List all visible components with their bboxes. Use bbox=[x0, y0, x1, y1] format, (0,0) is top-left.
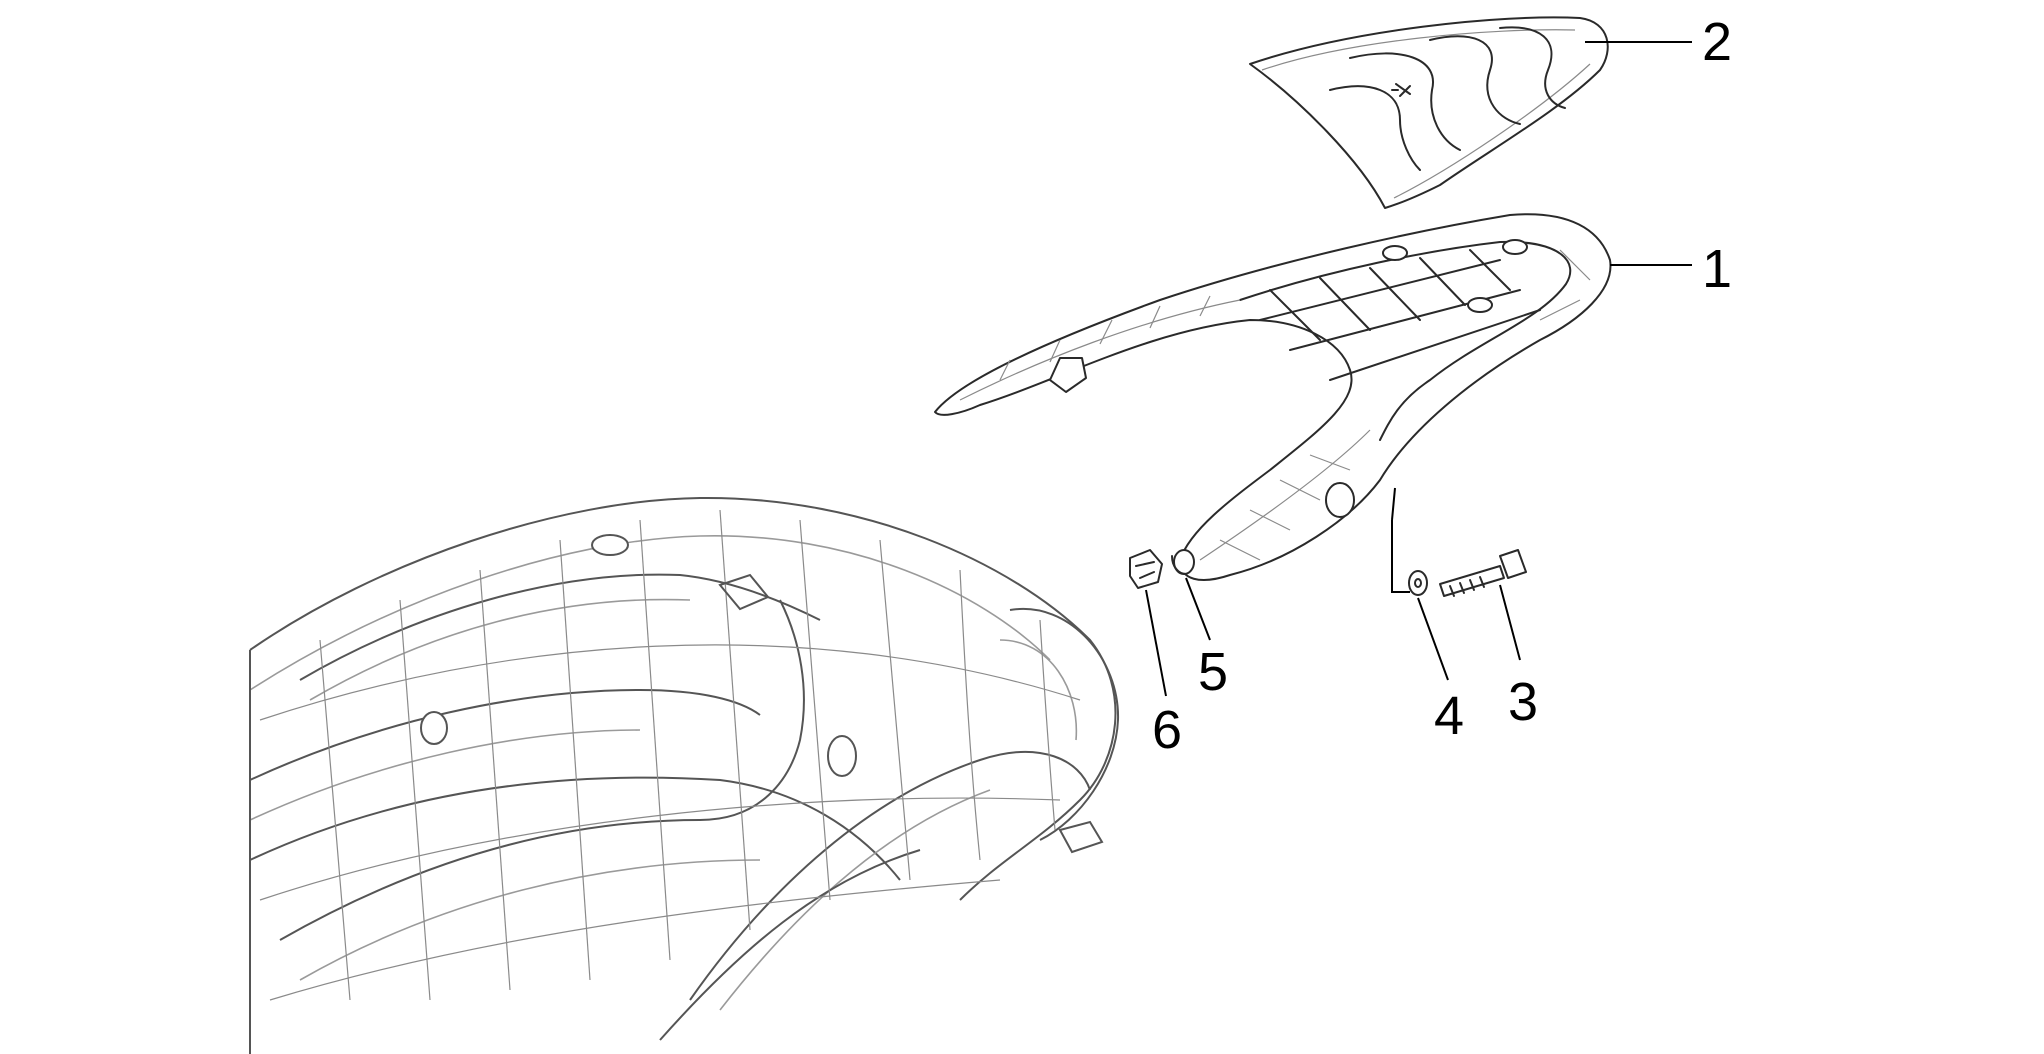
part-5-spacer bbox=[1171, 549, 1195, 575]
part-4-washer bbox=[1408, 570, 1428, 596]
rack-mount-hole bbox=[1325, 482, 1355, 518]
rack-boss bbox=[1467, 297, 1493, 313]
part-3-bolt bbox=[1439, 549, 1527, 597]
body-bracket bbox=[718, 573, 770, 611]
part-2-rack-cover bbox=[1249, 16, 1609, 209]
logo-mark bbox=[1391, 83, 1411, 97]
body-mount-hole bbox=[420, 711, 448, 745]
callout-3: 3 bbox=[1508, 672, 1538, 732]
callout-4: 4 bbox=[1434, 686, 1464, 746]
body-mount-hole bbox=[591, 534, 629, 556]
rack-boss bbox=[1382, 245, 1408, 261]
leader-4 bbox=[1417, 597, 1449, 681]
leader-5 bbox=[1185, 577, 1211, 641]
rack-grid bbox=[1259, 249, 1541, 381]
leader-3 bbox=[1499, 584, 1521, 661]
callout-5: 5 bbox=[1198, 642, 1228, 702]
callout-numbers: 2 1 3 4 5 6 bbox=[1152, 12, 1732, 760]
leader-6 bbox=[1145, 589, 1167, 697]
body-bracket bbox=[1058, 820, 1104, 854]
callout-1: 1 bbox=[1702, 239, 1732, 299]
leader-fastener-group bbox=[1391, 520, 1410, 593]
rear-body-panel bbox=[249, 496, 1120, 1054]
leader-lines bbox=[1145, 41, 1692, 697]
body-mount-hole bbox=[827, 735, 857, 777]
leader-to-bolt bbox=[1391, 487, 1396, 521]
body-wireframe bbox=[259, 509, 1081, 1001]
rack-mount-tab bbox=[1049, 357, 1087, 393]
callout-2: 2 bbox=[1702, 12, 1732, 72]
rack-boss bbox=[1502, 239, 1528, 255]
part-6-clip-nut bbox=[1129, 549, 1163, 589]
callout-6: 6 bbox=[1152, 700, 1182, 760]
part-1-rear-rack bbox=[934, 213, 1612, 581]
rack-wireframe bbox=[959, 249, 1591, 561]
